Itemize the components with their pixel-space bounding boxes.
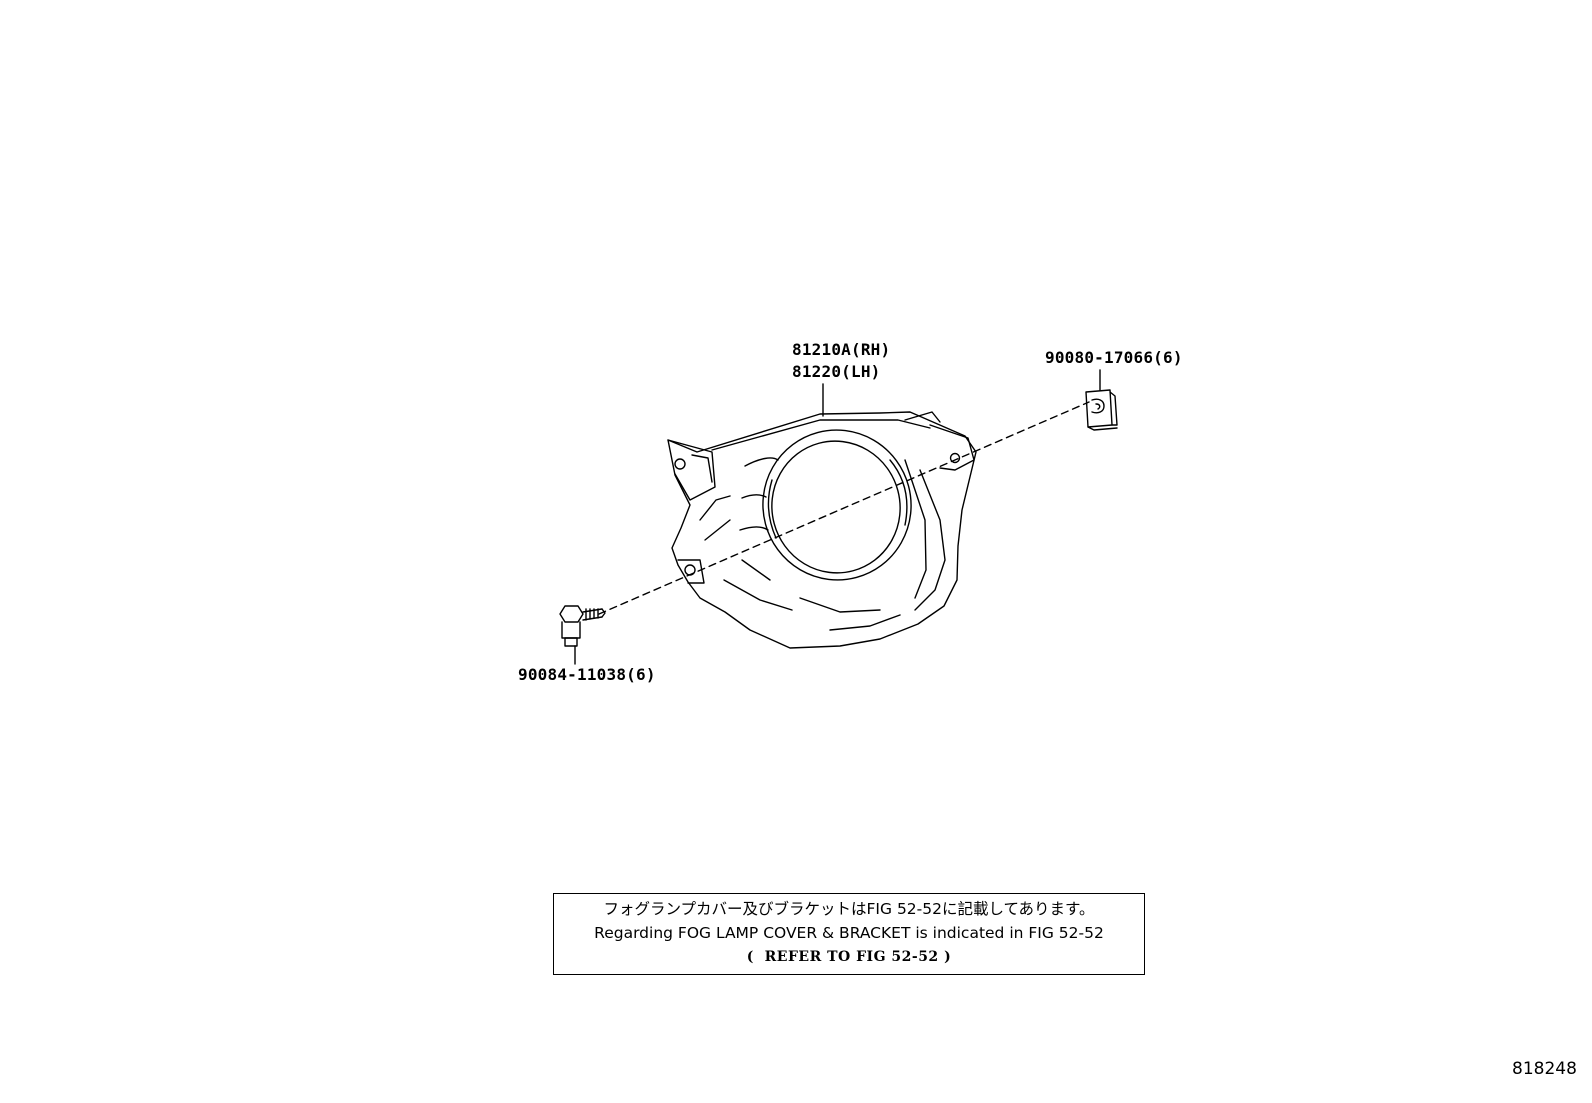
clip-nut-icon: [1085, 389, 1118, 431]
part-label-clip: 90080-17066(6): [1045, 348, 1183, 367]
note-line-japanese: フォグランプカバー及びブラケットはFIG 52-52に記載してあります。: [603, 900, 1095, 918]
note-line-refer: ( REFER TO FIG 52-52 ): [554, 945, 1144, 969]
fog-lamp-icon: [667, 411, 977, 649]
bolt-icon: [559, 605, 606, 647]
note-line-english: Regarding FOG LAMP COVER & BRACKET is in…: [594, 924, 1104, 942]
refer-text: REFER TO FIG 52-52: [764, 949, 939, 965]
refer-open-paren: (: [746, 949, 754, 965]
part-label-lamp-rh: 81210A(RH): [792, 340, 891, 359]
reference-note-box: フォグランプカバー及びブラケットはFIG 52-52に記載してあります。 Reg…: [553, 893, 1145, 975]
part-label-bolt: 90084-11038(6): [518, 665, 656, 684]
part-label-lamp-lh: 81220(LH): [792, 362, 881, 381]
refer-close-paren: ): [944, 949, 952, 965]
figure-id: 818248: [1512, 1059, 1577, 1079]
mounting-axis-line: [598, 401, 1090, 615]
